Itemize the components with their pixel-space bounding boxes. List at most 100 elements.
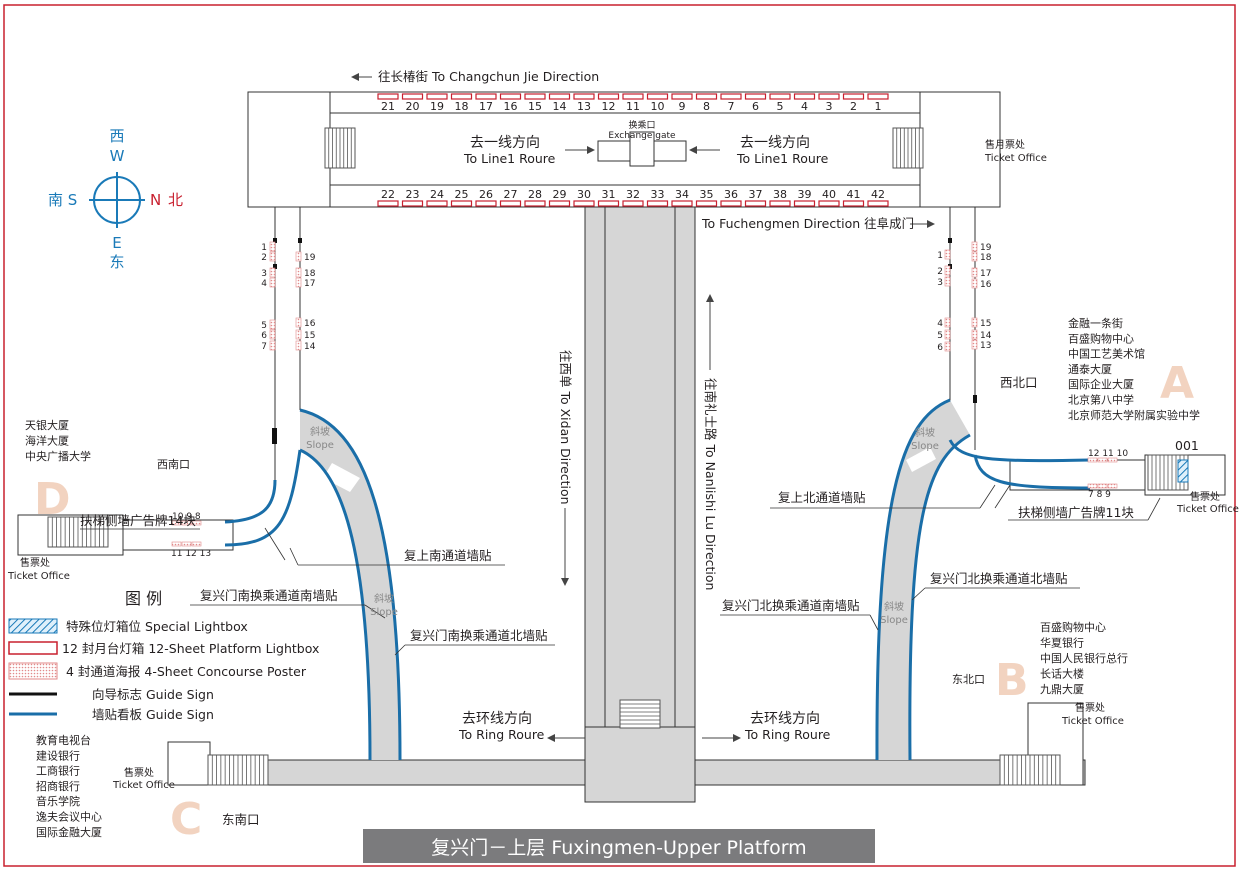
slope-label-en: Slope xyxy=(370,607,398,618)
exit-letter-d: D xyxy=(34,474,71,525)
platform-lightbox xyxy=(524,93,546,100)
platform-lightbox-number: 41 xyxy=(847,188,861,201)
concourse-poster xyxy=(269,340,276,351)
concourse-poster-number: 16 xyxy=(304,319,316,329)
station-structure xyxy=(17,91,1226,803)
platform-lightbox xyxy=(401,93,424,100)
platform-lightbox xyxy=(597,200,620,207)
ticket-office-a-en: Ticket Office xyxy=(1176,504,1239,515)
platform-lightbox xyxy=(744,200,767,207)
a-escalator-label: 扶梯侧墙广告牌11块 xyxy=(1018,505,1134,520)
place-name: 金融一条街 xyxy=(1068,316,1123,330)
platform-lightbox-number: 8 xyxy=(703,100,710,113)
south-wall-label: 复上南通道墙贴 xyxy=(404,548,492,563)
map-frame xyxy=(3,4,1236,867)
concourse-poster xyxy=(944,276,951,287)
concourse-poster xyxy=(944,329,951,340)
concourse-poster-number: 18 xyxy=(980,253,992,263)
concourse-poster-number: 4 xyxy=(937,319,943,329)
concourse-poster xyxy=(1087,483,1098,489)
concourse-poster-number: 15 xyxy=(980,319,991,329)
platform-lightbox-number: 22 xyxy=(381,188,395,201)
place-name: 天银大厦 xyxy=(25,418,69,432)
place-name: 通泰大厦 xyxy=(1068,362,1112,376)
concourse-poster xyxy=(191,520,202,526)
platform-lightbox xyxy=(646,200,669,207)
platform-lightbox xyxy=(450,93,473,100)
concourse-poster-number: 5 xyxy=(937,331,943,341)
platform-lightbox xyxy=(524,200,546,207)
platform-lightbox-number: 13 xyxy=(577,100,591,113)
title-bar xyxy=(363,829,875,863)
slopes xyxy=(300,400,970,760)
concourse-poster xyxy=(295,317,302,328)
platform-lightbox-number: 7 xyxy=(728,100,735,113)
platform-lightbox xyxy=(401,200,424,207)
legend-special-swatch xyxy=(8,618,58,634)
ticket-office-b-cn: 售票处 xyxy=(1075,701,1105,714)
legend-poster-label: 4 封通道海报 4-Sheet Concourse Poster xyxy=(66,664,307,679)
platform-lightbox xyxy=(695,200,718,207)
platform-lightbox xyxy=(793,93,816,100)
place-name: 国际金融大厦 xyxy=(36,825,102,839)
platform-lightbox xyxy=(818,93,840,100)
concourse-poster xyxy=(944,317,951,328)
platform-lightbox xyxy=(377,200,399,207)
slope-label-cn: 斜坡 xyxy=(374,592,394,605)
ring-left-en: To Ring Roure xyxy=(458,727,545,742)
platform-lightbox xyxy=(793,200,816,207)
platform-lightbox-number: 23 xyxy=(406,188,420,201)
concourse-poster-number: 2 xyxy=(261,253,267,263)
concourse-poster xyxy=(295,251,302,262)
place-name: 招商银行 xyxy=(36,779,80,793)
platform-lightbox xyxy=(695,93,718,100)
concourse-poster-number: 6 xyxy=(261,331,267,341)
concourse-poster-number: 3 xyxy=(261,269,267,279)
place-name: 北京第八中学 xyxy=(1068,393,1134,407)
platform-lightbox xyxy=(475,200,497,207)
platform-lightbox-number: 33 xyxy=(651,188,665,201)
platform-lightbox-number: 15 xyxy=(528,100,542,113)
concourse-poster-number: 2 xyxy=(937,267,943,277)
fxm-north-north-label: 复兴门北换乘通道北墙贴 xyxy=(930,571,1068,586)
concourse-poster xyxy=(944,249,951,260)
compass-east: 东 xyxy=(109,253,124,271)
platform-lightbox xyxy=(450,200,473,207)
exit-a-name: 西北口 xyxy=(1000,375,1038,390)
platform-lightbox-number: 9 xyxy=(679,100,686,113)
platform-lightbox xyxy=(769,93,791,100)
concourse-poster-number: 17 xyxy=(304,279,315,289)
platform-lightbox xyxy=(622,93,644,100)
wall-signs xyxy=(224,398,1091,761)
concourse-poster xyxy=(171,520,182,526)
fxm-north-south-label: 复兴门北换乘通道南墙贴 xyxy=(722,598,860,613)
platform-lightbox xyxy=(867,93,889,100)
platform-lightbox-number: 42 xyxy=(871,188,885,201)
xidan-direction: 往西单 To Xidan Direction xyxy=(558,350,573,505)
concourse-poster-number: 19 xyxy=(304,253,316,263)
line1-left-cn: 去一线方向 xyxy=(470,135,540,151)
platform-lightbox xyxy=(842,93,865,100)
slope-label-en: Slope xyxy=(911,441,939,452)
platform-lightbox-number: 31 xyxy=(602,188,616,201)
concourse-poster xyxy=(971,329,978,340)
exit-a-bottom-nums: 7 8 9 xyxy=(1088,490,1111,500)
nearby-places: 金融一条街百盛购物中心中国工艺美术馆通泰大厦国际企业大厦北京第八中学北京师范大学… xyxy=(25,316,1200,839)
nanlishi-direction: 往南礼士路 To Nanlishi Lu Direction xyxy=(703,378,718,590)
place-name: 中国工艺美术馆 xyxy=(1068,347,1145,361)
concourse-poster xyxy=(295,277,302,288)
platform-lightbox-number: 35 xyxy=(700,188,714,201)
slope-label-en: Slope xyxy=(880,615,908,626)
slope-label-cn: 斜坡 xyxy=(915,426,935,439)
platform-lightbox-number: 11 xyxy=(626,100,640,113)
ticket-offices: 售月票处 Ticket Office 售票处 Ticket Office 售票处… xyxy=(7,138,1239,791)
exit-d-bottom-nums: 11 12 13 xyxy=(171,549,211,559)
platform-lightbox-number: 32 xyxy=(626,188,640,201)
concourse-poster xyxy=(944,265,951,276)
exit-letter-a: A xyxy=(1160,358,1194,409)
platform-lightbox-number: 16 xyxy=(504,100,518,113)
platform-lightbox-number: 14 xyxy=(553,100,567,113)
concourse-poster xyxy=(971,278,978,289)
